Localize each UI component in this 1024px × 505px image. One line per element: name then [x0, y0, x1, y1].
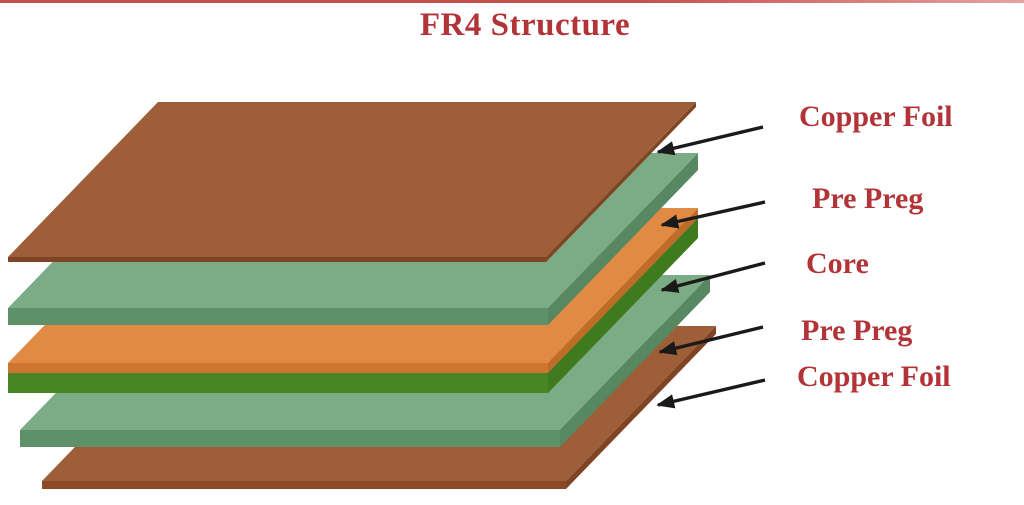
diagram-title: FR4 Structure — [419, 7, 631, 43]
label-copper-foil-top: Copper Foil — [799, 100, 953, 133]
label-pre-preg-upper: Pre Preg — [812, 182, 924, 215]
core-base-side-face — [548, 218, 698, 393]
top-border-line — [0, 0, 1024, 3]
label-core: Core — [806, 247, 869, 280]
core-front-face — [8, 363, 548, 373]
pre-preg-lower-side-face — [560, 275, 710, 447]
arrow-to-core — [660, 261, 766, 293]
core-base-front-face — [8, 373, 548, 393]
arrow-to-copper-foil-bottom — [656, 378, 766, 409]
label-copper-foil-bottom: Copper Foil — [797, 360, 951, 393]
copper-foil-bottom-side-face — [566, 326, 716, 489]
arrow-to-pre-preg-upper — [660, 200, 766, 229]
arrow-to-pre-preg-lower — [658, 325, 764, 356]
core-side-face — [548, 208, 698, 373]
arrow-to-copper-foil-top — [656, 125, 764, 156]
pre-preg-upper-side-face — [548, 153, 698, 325]
pre-preg-upper-front-face — [8, 308, 548, 325]
pre-preg-lower-front-face — [20, 430, 560, 447]
copper-foil-bottom-front-face — [42, 481, 566, 489]
copper-foil-top-top-face — [8, 102, 696, 257]
label-pre-preg-lower: Pre Preg — [801, 314, 913, 347]
copper-foil-top-front-face — [8, 257, 546, 262]
